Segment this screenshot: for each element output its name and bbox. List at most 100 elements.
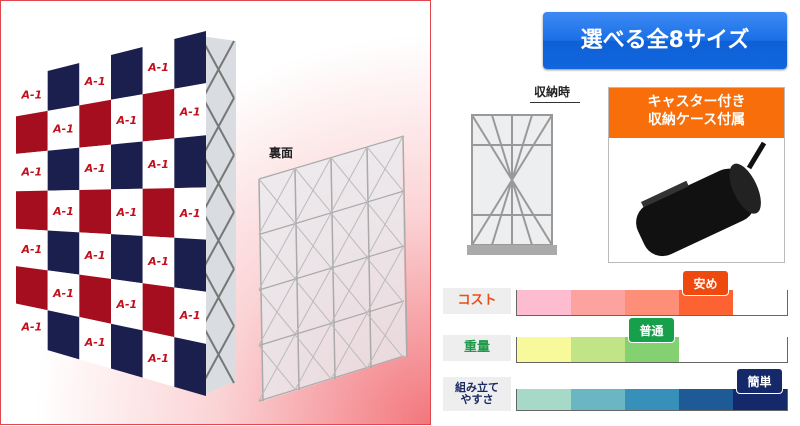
rating-label: 組み立てやすさ — [443, 377, 511, 411]
rating-segment — [625, 290, 679, 315]
banner-logo: A-1 — [20, 320, 42, 333]
banner-logo: A-1 — [147, 255, 169, 268]
banner-tile — [142, 330, 175, 387]
banner-logo: A-1 — [20, 88, 42, 101]
rating-bar — [516, 389, 788, 411]
banner-tile — [111, 234, 143, 284]
rating-segment — [571, 389, 625, 410]
banner-tile — [111, 278, 143, 331]
carry-case-image — [636, 141, 767, 257]
banner-tile — [16, 150, 48, 192]
rating-segment — [679, 337, 733, 362]
folded-frame-image — [467, 114, 557, 255]
banner-tile — [79, 144, 111, 190]
banner-logo: A-1 — [115, 298, 137, 311]
case-header: キャスター付き 収納ケース付属 — [609, 88, 784, 138]
banner-tile — [111, 188, 143, 236]
banner-tile — [16, 303, 48, 351]
rating-segment — [733, 389, 787, 410]
banner-tile — [47, 270, 80, 317]
banner-tile — [47, 105, 80, 151]
banner-tile — [142, 39, 175, 95]
rating-badge: 普通 — [629, 318, 674, 342]
banner-tile — [79, 317, 111, 369]
banner-tile — [47, 310, 80, 360]
banner-logo: A-1 — [20, 166, 42, 179]
storage-label: 収納時 — [530, 83, 580, 103]
popup-banner-illustration: A-1A-1A-1A-1A-1A-1A-1A-1A-1A-1A-1A-1A-1A… — [16, 31, 408, 402]
rating-label: コスト — [443, 288, 511, 314]
rating-segment — [571, 337, 625, 362]
rating-segment — [625, 389, 679, 410]
banner-tile — [174, 31, 206, 89]
banner-tile — [111, 141, 143, 190]
banner-tile — [79, 55, 111, 106]
banner-logo: A-1 — [147, 158, 169, 171]
rating-label-line: やすさ — [460, 393, 494, 406]
rating-segment — [517, 337, 571, 362]
banner-logo: A-1 — [52, 205, 74, 218]
banner-logo: A-1 — [179, 207, 201, 220]
banner-tile — [111, 323, 143, 378]
banner-tile — [16, 266, 48, 311]
rating-label: 重量 — [443, 335, 511, 361]
banner-tile — [142, 235, 175, 288]
rating-segment — [571, 290, 625, 315]
banner-tile — [47, 147, 80, 191]
rating-bar — [516, 290, 788, 316]
banner-logo: A-1 — [84, 75, 106, 88]
banner-logo: A-1 — [52, 287, 74, 300]
rating-label-line: 組み立て — [455, 381, 499, 394]
banner-logo: A-1 — [179, 105, 201, 118]
banner-logo: A-1 — [147, 61, 169, 74]
carry-case-box: キャスター付き 収納ケース付属 — [608, 87, 785, 263]
banner-tile — [16, 228, 48, 271]
rating-row: 組み立てやすさ 簡単 — [443, 369, 788, 411]
banner-tile — [111, 47, 143, 100]
rating-row: コスト 安め — [443, 271, 788, 316]
banner-logo: A-1 — [115, 114, 137, 127]
rating-segment — [733, 290, 787, 315]
banner-tile — [16, 71, 48, 117]
rating-row: 重量 普通 — [443, 318, 788, 363]
banner-tile — [142, 188, 175, 238]
rating-badge: 安め — [683, 271, 728, 295]
banner-tile — [16, 190, 48, 231]
banner-tile — [47, 190, 80, 233]
rating-badge: 簡単 — [737, 369, 782, 393]
banner-tile — [79, 189, 111, 235]
banner-logo: A-1 — [20, 243, 42, 256]
case-header-line2: 収納ケース付属 — [647, 112, 746, 128]
banner-tile — [47, 63, 80, 111]
banner-tile — [174, 237, 206, 292]
banner-logo: A-1 — [147, 352, 169, 365]
banner-logo: A-1 — [52, 123, 74, 136]
banner-tile — [174, 135, 206, 189]
rating-segment — [733, 337, 787, 362]
banner-tile — [142, 138, 175, 189]
banner-tile — [142, 283, 175, 338]
banner-tile — [79, 99, 111, 148]
banner-tile — [16, 110, 48, 154]
select-size-button[interactable]: 選べる全8サイズ — [543, 12, 787, 69]
banner-logo: A-1 — [84, 336, 106, 349]
banner-tile — [47, 230, 80, 275]
banner-tile — [174, 337, 206, 396]
banner-tile — [174, 287, 206, 344]
banner-logo: A-1 — [84, 249, 106, 262]
back-side-label: 裏面 — [269, 146, 294, 160]
rating-segment — [517, 389, 571, 410]
banner-logo: A-1 — [179, 309, 201, 322]
banner-tile — [79, 274, 111, 324]
banner-tile — [79, 232, 111, 279]
banner-tile — [111, 94, 143, 145]
banner-logo: A-1 — [115, 206, 137, 219]
banner-logo: A-1 — [84, 162, 106, 175]
banner-tile — [142, 88, 175, 142]
rating-segment — [517, 290, 571, 315]
case-header-line1: キャスター付き — [647, 94, 746, 110]
rating-segment — [679, 389, 733, 410]
banner-tile — [174, 187, 206, 240]
banner-tile — [174, 83, 206, 139]
